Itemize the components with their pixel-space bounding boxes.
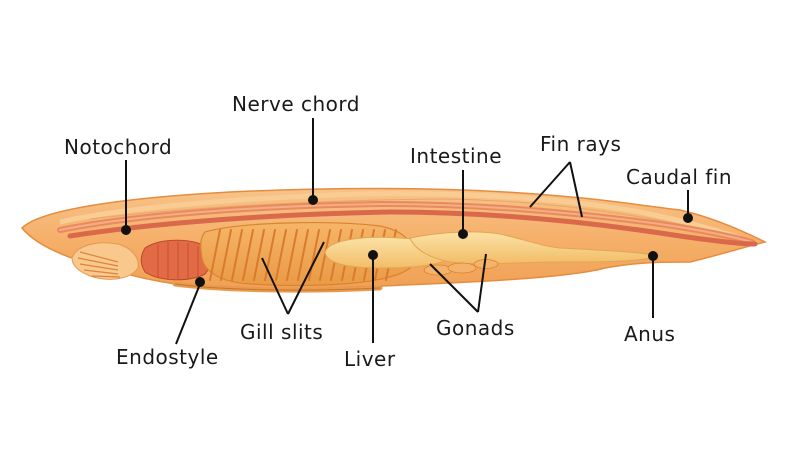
liver-leader (368, 250, 378, 343)
label-gill-slits: Gill slits (240, 320, 323, 344)
caudal-fin-leader (683, 190, 693, 223)
label-gonads: Gonads (436, 316, 515, 340)
fin-rays-region (59, 191, 741, 241)
gill-bar (286, 229, 298, 281)
nerve-chord-leader (308, 118, 318, 205)
velum (140, 239, 211, 281)
label-anus: Anus (624, 322, 675, 346)
label-fin-rays: Fin rays (540, 132, 621, 156)
notochord-leader (121, 160, 131, 235)
label-caudal-fin: Caudal fin (626, 165, 732, 189)
gill-slits-leader (261, 241, 325, 315)
gill-bar (209, 229, 221, 281)
gill-bar (242, 229, 254, 281)
label-notochord: Notochord (64, 135, 172, 159)
gill-bar (319, 229, 331, 281)
fin-rays-leader (529, 161, 583, 218)
label-endostyle: Endostyle (116, 345, 219, 369)
notochord-rod (67, 209, 758, 247)
oral-hood (71, 242, 139, 280)
nerve-chord-band (57, 200, 755, 245)
intestine-leader (458, 170, 468, 239)
gill-bar (308, 229, 320, 281)
anus-leader (648, 251, 658, 318)
gonads-structure (423, 259, 499, 276)
gill-bar (264, 229, 276, 281)
gill-bar (231, 229, 243, 281)
endostyle-structure (172, 281, 383, 293)
label-intestine: Intestine (410, 144, 502, 168)
label-nerve-chord: Nerve chord (232, 92, 360, 116)
endostyle-leader (175, 277, 205, 345)
gill-bar (253, 229, 265, 281)
gill-bar (275, 229, 287, 281)
gill-bar (297, 229, 309, 281)
label-liver: Liver (344, 347, 396, 371)
gill-bar (220, 229, 232, 281)
intestine-structure (409, 231, 661, 265)
gonads-leader (429, 253, 487, 313)
